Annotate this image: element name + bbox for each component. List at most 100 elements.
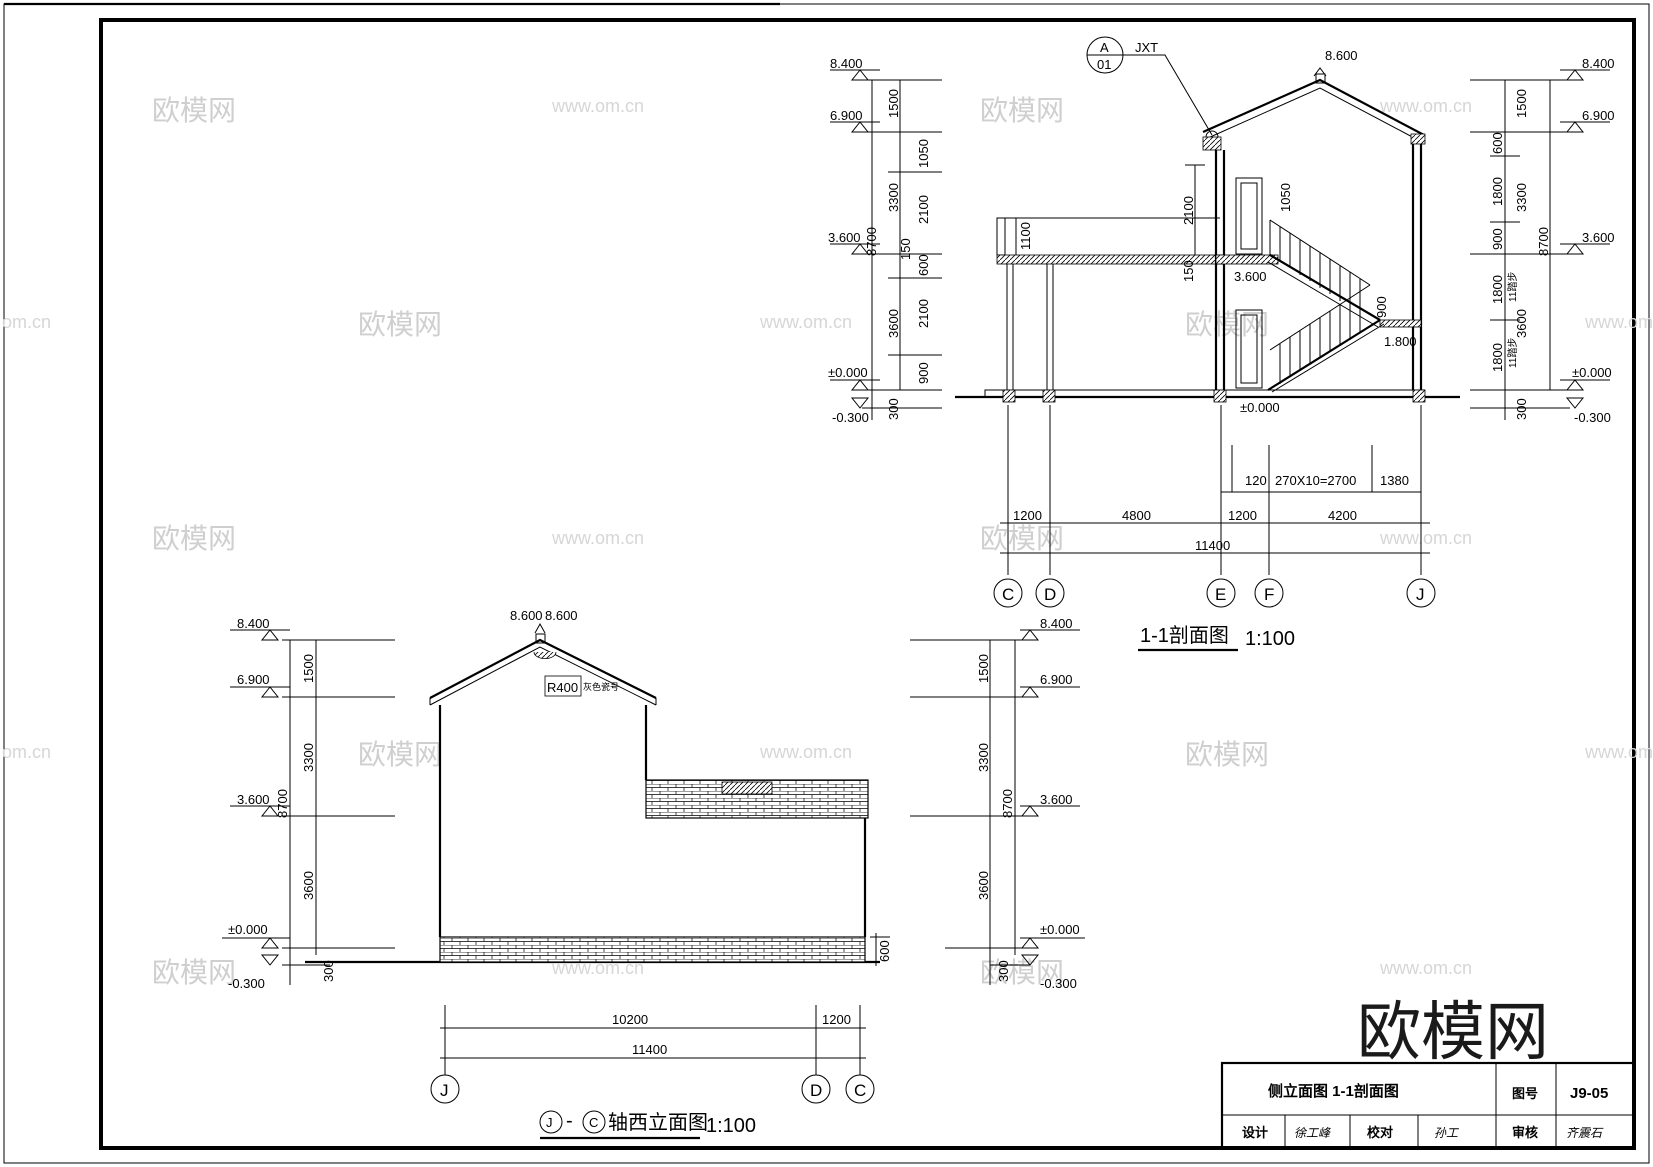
ridge-level: 8.600: [510, 608, 543, 623]
level-label: 3.600: [1040, 792, 1073, 807]
level-label: ±0.000: [228, 922, 268, 937]
stair-dim: 1380: [1380, 473, 1409, 488]
watermark-brand: 欧模网: [1185, 309, 1269, 340]
title-dash: -: [566, 1110, 573, 1132]
level-label: 8.400: [1582, 56, 1615, 71]
axis-bubble: J: [440, 1081, 449, 1100]
dim-label: 3300: [886, 183, 901, 212]
axis-bubble: D: [1044, 585, 1056, 604]
dim-total: 8700: [864, 227, 879, 256]
dim-label: 300: [321, 960, 336, 982]
section-building: 8.600: [955, 36, 1460, 415]
bay-dim: 4800: [1122, 508, 1151, 523]
bay-dim: 10200: [612, 1012, 648, 1027]
section-1-1: 8.400 6.900 3.600 ±0.000 -0.300 1500 330…: [828, 36, 1615, 652]
dim-label: 3300: [301, 743, 316, 772]
axis-bubble: C: [1002, 585, 1014, 604]
dim-label: 1800: [1490, 343, 1505, 372]
drawing-name: 侧立面图 1-1剖面图: [1268, 1082, 1399, 1100]
level-label: ±0.000: [1572, 365, 1612, 380]
level-label: 6.900: [830, 108, 863, 123]
review-label: 审核: [1512, 1125, 1538, 1140]
watermark-url: www.om.cn: [551, 528, 644, 548]
dim-label: 1500: [1514, 89, 1529, 118]
dim-label: 1500: [886, 89, 901, 118]
watermark-url: www.om.cn: [551, 96, 644, 116]
dim-label: 1500: [301, 654, 316, 683]
watermarks: 欧模网 欧模网 欧模网 欧模网 欧模网 欧模网 欧模网 欧模网 欧模网 欧模网 …: [2, 95, 1653, 988]
stair-dim: 120: [1245, 473, 1267, 488]
watermark-brand: 欧模网: [152, 95, 236, 126]
elevation-scale: 1:100: [706, 1115, 756, 1137]
stair-note: 11踏步: [1506, 272, 1519, 302]
dim-label: 2100: [916, 299, 931, 328]
dim-label: 900: [916, 362, 931, 384]
level-label: 6.900: [237, 672, 270, 687]
level-label: 8.400: [830, 56, 863, 71]
total-width: 11400: [1195, 538, 1230, 553]
dim-label: 900: [1490, 228, 1505, 250]
title-axis-1: J: [546, 1115, 553, 1130]
review-signature: 齐震石: [1566, 1126, 1604, 1140]
section-scale: 1:100: [1245, 628, 1295, 650]
watermark-url: www.om.cn: [1584, 742, 1653, 762]
dim-label: 3600: [976, 871, 991, 900]
watermark-url: www.om.cn: [1379, 96, 1472, 116]
level-label: -0.300: [1040, 976, 1077, 991]
level-label: -0.300: [1574, 410, 1611, 425]
ridge-note-extra: 灰色瓷号: [583, 681, 619, 692]
watermark-url: om.cn: [2, 312, 51, 332]
watermark-url: www.om.cn: [1379, 528, 1472, 548]
section-left-dimensions: 8.400 6.900 3.600 ±0.000 -0.300 1500 330…: [828, 56, 942, 425]
dim-label: 300: [1514, 398, 1529, 420]
watermark-url: www.om.cn: [759, 312, 852, 332]
level-label: -0.300: [832, 410, 869, 425]
level-label: 3.600: [1582, 230, 1615, 245]
dim-label: 1800: [1490, 177, 1505, 206]
axis-bubble: D: [810, 1081, 822, 1100]
axis-bubble: F: [1264, 585, 1274, 604]
dim-label: 300: [996, 960, 1011, 982]
level-label: 8.400: [1040, 616, 1073, 631]
level-label: 6.900: [1582, 108, 1615, 123]
axis-bubble: J: [1416, 585, 1425, 604]
level-label: -0.300: [228, 976, 265, 991]
interior-level: 1.800: [1384, 334, 1417, 349]
level-label: 6.900: [1040, 672, 1073, 687]
watermark-url: www.om.cn: [1584, 312, 1653, 332]
dim-label: 1050: [916, 139, 931, 168]
watermark-brand: 欧模网: [152, 523, 236, 554]
bay-dim: 1200: [1013, 508, 1042, 523]
check-signature: 孙工: [1434, 1126, 1459, 1140]
elevation-building: 8.600 8.600 R400 灰色瓷号 600: [305, 608, 892, 966]
total-width: 11400: [632, 1042, 667, 1057]
drawing-number: J9-05: [1570, 1085, 1608, 1102]
dim-label: 3300: [976, 743, 991, 772]
watermark-url: www.om.cn: [759, 742, 852, 762]
elevation-right-dimensions: 8.400 6.900 3.600 ±0.000 -0.300 1500 330…: [910, 616, 1085, 991]
watermark-url: www.om.cn: [1379, 958, 1472, 978]
bay-dim: 4200: [1328, 508, 1357, 523]
section-horizontal-dimensions: 120 270X10=2700 1380 1200 4800 1200 4200…: [993, 405, 1436, 608]
dim-label: 600: [1490, 132, 1505, 154]
ridge-note: R400: [547, 680, 578, 695]
bay-dim: 1200: [1228, 508, 1257, 523]
level-label: 3.600: [828, 230, 861, 245]
callout-top: A: [1100, 40, 1109, 55]
dim-total: 8700: [275, 789, 290, 818]
interior-dim: 1050: [1278, 183, 1293, 212]
check-label: 校对: [1367, 1125, 1393, 1140]
watermark-url: om.cn: [2, 742, 51, 762]
watermark-brand: 欧模网: [358, 309, 442, 340]
dim-label: 600: [916, 254, 931, 276]
dim-label: 300: [886, 398, 901, 420]
watermark-brand: 欧模网: [980, 95, 1064, 126]
watermark-brand: 欧模网: [152, 957, 236, 988]
interior-dim: 150: [1181, 260, 1196, 282]
ridge-level: 8.600: [545, 608, 578, 623]
plinth-dim: 600: [877, 940, 892, 962]
west-elevation: 8.400 6.900 3.600 ±0.000 -0.300 1500 330…: [222, 608, 1085, 1140]
title-axis-2: C: [589, 1115, 598, 1130]
brand-watermark: 欧模网: [1357, 996, 1549, 1068]
